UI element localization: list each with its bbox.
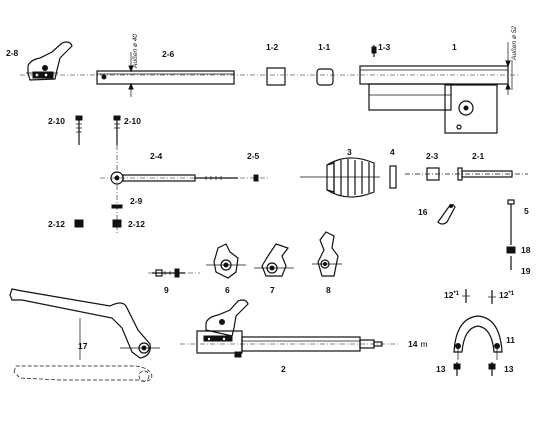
part-16-hook xyxy=(437,204,456,225)
label-1-3: 1-3 xyxy=(378,42,391,52)
label-19: 19 xyxy=(521,266,531,276)
part-2-main-assembly xyxy=(180,299,400,358)
part-17-lever xyxy=(9,288,160,382)
label-12-left-num: 12 xyxy=(444,290,454,300)
label-13-right: 13 xyxy=(504,364,514,374)
part-9-screw xyxy=(148,268,200,278)
label-14-num: 14 xyxy=(408,339,418,349)
label-3: 3 xyxy=(347,147,352,157)
label-5: 5 xyxy=(524,206,529,216)
label-2-4: 2-4 xyxy=(150,151,163,161)
label-17: 17 xyxy=(78,341,88,351)
label-2-3: 2-3 xyxy=(426,151,439,161)
part-1-2-sleeve xyxy=(266,67,286,86)
label-16: 16 xyxy=(418,207,428,217)
part-1-housing xyxy=(359,42,513,134)
part-2-10-screw-left xyxy=(75,115,83,145)
label-2-6: 2-6 xyxy=(162,49,175,59)
part-12-pin-right xyxy=(488,290,496,304)
part-13-nut-right xyxy=(488,362,496,376)
label-1-1: 1-1 xyxy=(318,42,331,52)
annotation-outer-diameter-52: Außen ø 52 xyxy=(511,26,518,61)
part-2-12-nut-left xyxy=(74,219,84,228)
label-4: 4 xyxy=(390,147,395,157)
label-14-unit: m xyxy=(420,339,427,349)
part-2-5-nut xyxy=(253,174,259,182)
part-1-1-sleeve xyxy=(316,68,334,86)
label-18: 18 xyxy=(521,245,531,255)
label-2-10-right: 2-10 xyxy=(124,116,141,126)
label-2-12-left: 2-12 xyxy=(48,219,65,229)
label-2-8: 2-8 xyxy=(6,48,19,58)
label-1: 1 xyxy=(452,42,457,52)
part-1-3-pin xyxy=(371,45,377,57)
part-2-6-tube xyxy=(96,52,235,97)
label-2-1: 2-1 xyxy=(472,151,485,161)
part-5-bolt xyxy=(507,199,515,245)
part-2-8-clamp-handle xyxy=(26,41,73,81)
part-3-bellows xyxy=(300,157,380,198)
part-7-latch xyxy=(254,243,294,277)
label-2-5: 2-5 xyxy=(247,151,260,161)
part-11-arc-bracket xyxy=(453,315,503,360)
label-11: 11 xyxy=(506,335,515,345)
label-12-left: 12*1 xyxy=(444,290,460,300)
part-4-plate xyxy=(389,165,397,189)
part-8-lever xyxy=(312,231,342,277)
part-2-10-screw-right xyxy=(113,115,121,145)
label-12-left-sup: *1 xyxy=(453,291,459,297)
label-8: 8 xyxy=(326,285,331,295)
label-12-right-num: 12 xyxy=(499,290,509,300)
annotation-outer-diameter-40: Außen ø 40 xyxy=(132,34,139,69)
label-1-2: 1-2 xyxy=(266,42,279,52)
label-2-12-right: 2-12 xyxy=(128,219,145,229)
part-2-12-nut-right xyxy=(112,219,122,228)
label-13-left: 13 xyxy=(436,364,446,374)
label-2-10-left: 2-10 xyxy=(48,116,65,126)
label-2: 2 xyxy=(281,364,286,374)
label-2-9: 2-9 xyxy=(130,196,143,206)
label-6: 6 xyxy=(225,285,230,295)
part-6-latch xyxy=(206,243,246,279)
label-7: 7 xyxy=(270,285,275,295)
part-2-9-washer xyxy=(111,204,123,209)
part-13-nut-left xyxy=(453,362,461,376)
label-12-right: 12*1 xyxy=(499,290,515,300)
label-9: 9 xyxy=(164,285,169,295)
part-2-1-pin xyxy=(405,167,528,181)
part-12-pin-left xyxy=(462,289,470,303)
label-12-right-sup: *1 xyxy=(508,291,514,297)
part-18-nut xyxy=(506,246,516,254)
